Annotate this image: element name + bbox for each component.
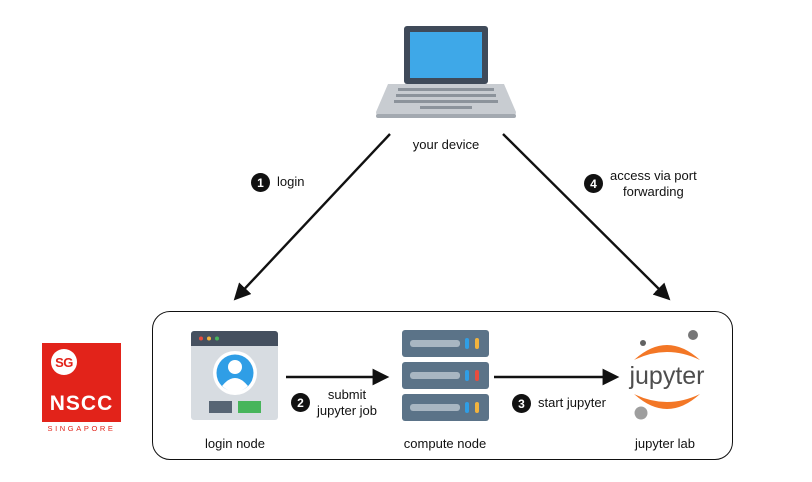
arrow-port-forward	[502, 133, 671, 301]
arrow-login	[233, 133, 391, 301]
step-text: submit	[327, 387, 367, 402]
nscc-wordmark: NSCC	[49, 392, 114, 415]
jupyter-lab-label: jupyter lab	[635, 436, 695, 451]
compute-node-label: compute node	[403, 436, 487, 451]
step-4: 4 access via port forwarding	[584, 168, 697, 200]
step-text: forwarding	[623, 184, 684, 199]
sg-badge: SG	[51, 349, 77, 375]
cluster-boundary	[152, 311, 733, 460]
jupyter-logo-icon: jupyter	[628, 330, 705, 420]
nscc-logo: SG NSCC	[42, 343, 121, 422]
step-text: access via port	[610, 168, 697, 183]
server-icon	[402, 330, 489, 421]
device-label: your device	[412, 137, 480, 152]
step-1: 1 login	[251, 173, 305, 192]
step-number-badge: 1	[251, 173, 270, 192]
login-node-label: login node	[205, 436, 265, 451]
step-text: jupyter job	[317, 403, 377, 418]
step-number-badge: 2	[291, 393, 310, 412]
step-number-badge: 4	[584, 174, 603, 193]
step-text: login	[277, 174, 305, 189]
laptop-icon	[376, 26, 516, 118]
nscc-subtitle: SINGAPORE	[47, 424, 116, 433]
step-3: 3 start jupyter	[512, 394, 606, 413]
step-text: start jupyter	[538, 395, 606, 410]
step-number-badge: 3	[512, 394, 531, 413]
jupyter-logo-text: jupyter	[628, 362, 704, 390]
login-node-icon	[191, 331, 278, 420]
step-2: 2 submit jupyter job	[291, 387, 377, 419]
